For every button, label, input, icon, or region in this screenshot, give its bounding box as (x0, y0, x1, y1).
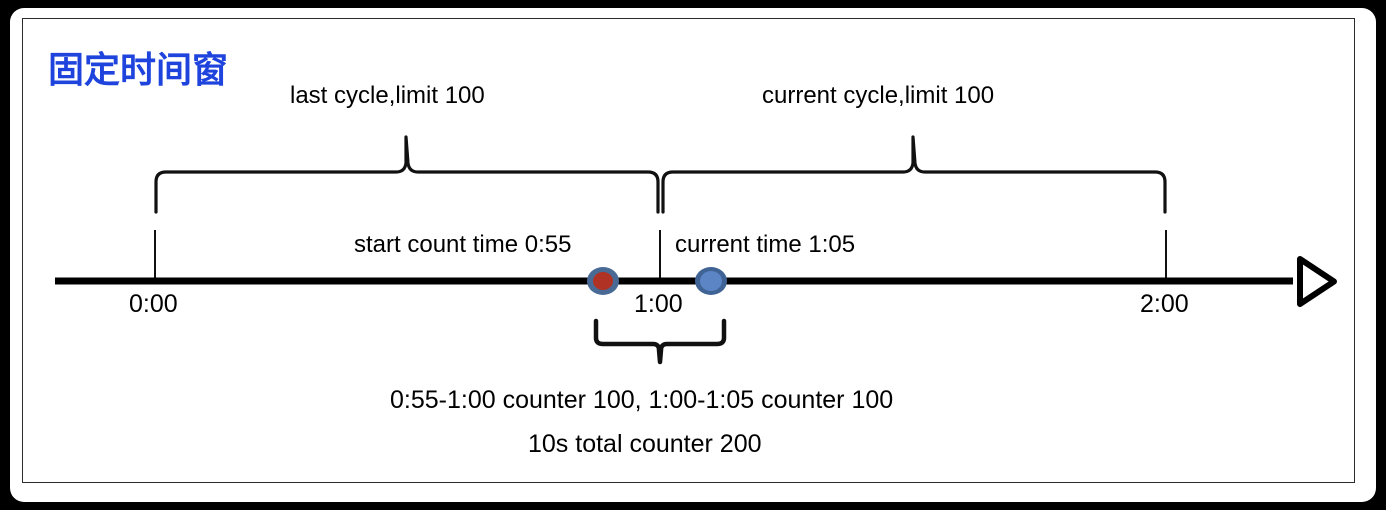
label-start-count-time: start count time 0:55 (354, 231, 572, 258)
tick-label-1-00: 1:00 (634, 290, 683, 318)
label-last-cycle: last cycle,limit 100 (290, 82, 485, 109)
caption-total-counter: 10s total counter 200 (528, 430, 762, 458)
label-current-cycle: current cycle,limit 100 (762, 82, 995, 109)
label-current-time: current time 1:05 (675, 231, 856, 258)
page-title: 固定时间窗 (48, 49, 229, 90)
tick-label-0-00: 0:00 (129, 290, 178, 318)
slide-inner-border (22, 18, 1355, 483)
tick-label-2-00: 2:00 (1140, 290, 1189, 318)
caption-counter-breakdown: 0:55-1:00 counter 100, 1:00-1:05 counter… (390, 386, 894, 414)
